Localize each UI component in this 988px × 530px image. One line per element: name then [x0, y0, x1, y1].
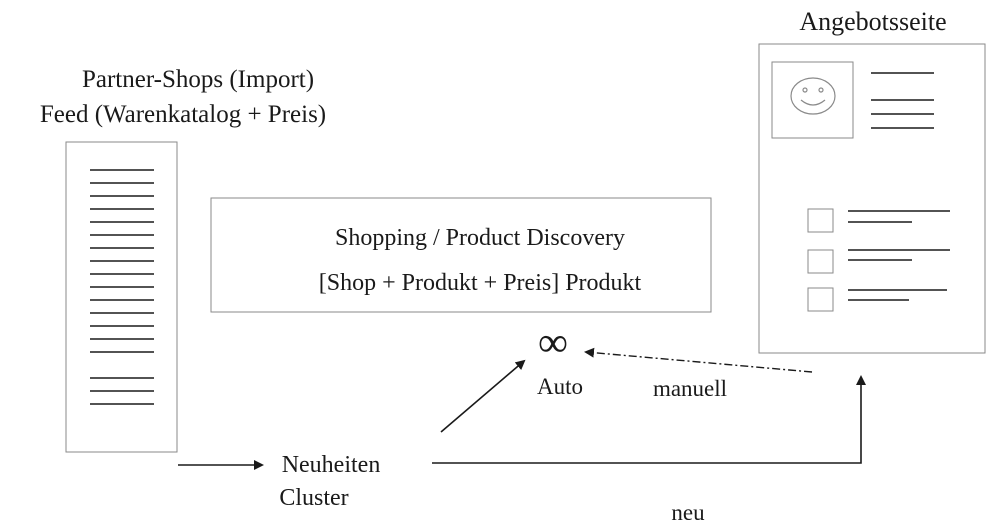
product-discovery-title: Shopping / Product Discovery — [335, 225, 625, 251]
arrow-news-to-offer-page — [432, 375, 866, 464]
offer-row — [807, 287, 947, 312]
arrow-manual-to-infinity — [584, 347, 813, 373]
offer-row-checkbox — [807, 249, 834, 274]
new-label: neu — [671, 500, 705, 525]
offer-image-placeholder — [771, 61, 854, 139]
offer-row — [807, 208, 950, 233]
product-discovery-box: Shopping / Product Discovery [Shop + Pro… — [210, 197, 712, 313]
news-cluster-label-line2: Cluster — [279, 485, 348, 511]
auto-label: Auto — [537, 374, 583, 399]
offer-row-checkbox — [807, 287, 834, 312]
feed-title-line2: Feed (Warenkatalog + Preis) — [40, 101, 326, 128]
product-discovery-formula: [Shop + Produkt + Preis] Produkt — [319, 270, 642, 296]
feed-title-line1: Partner-Shops (Import) — [82, 66, 314, 93]
offer-page-title: Angebotsseite — [799, 7, 946, 36]
offer-header-lines — [871, 72, 934, 129]
smiley-icon — [790, 77, 836, 115]
arrow-news-to-auto — [440, 359, 526, 433]
offer-page-document — [758, 43, 986, 354]
offer-row — [807, 249, 950, 274]
news-cluster-label-line1: Neuheiten — [282, 452, 381, 478]
feed-document-lines — [90, 169, 154, 405]
offer-row-checkbox — [807, 208, 834, 233]
feed-document — [65, 141, 178, 453]
infinity-icon: ∞ — [538, 320, 568, 366]
manual-label: manuell — [653, 376, 727, 401]
